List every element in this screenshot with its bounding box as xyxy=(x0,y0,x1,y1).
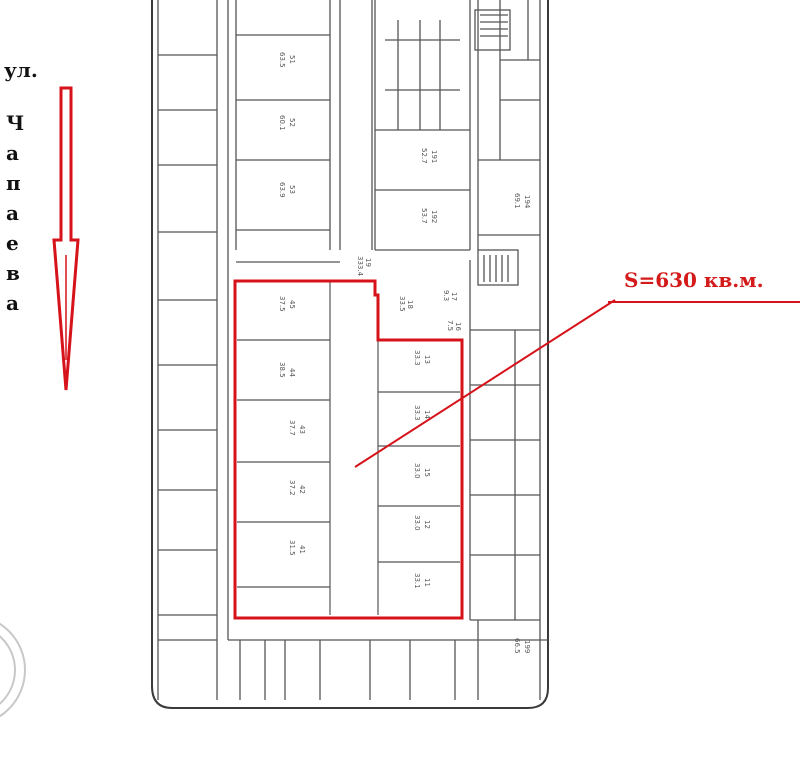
street-letter: а xyxy=(6,201,19,225)
room-42-area: 37.2 xyxy=(288,480,296,496)
street-letter: п xyxy=(6,171,21,195)
room-15-label: 15 xyxy=(423,468,431,477)
direction-arrow-icon xyxy=(52,86,80,391)
room-18-area: 33.5 xyxy=(398,296,406,312)
room-51-area: 63.5 xyxy=(278,52,286,68)
room-191-label: 191 xyxy=(430,150,438,163)
room-42-label: 42 xyxy=(298,485,306,494)
room-11-label: 11 xyxy=(423,578,431,587)
highlighted-interior-walls xyxy=(237,282,460,615)
room-16-area: 7.5 xyxy=(446,320,454,331)
room-12-label: 12 xyxy=(423,520,431,529)
street-letter: е xyxy=(6,231,19,255)
room-199-label: 199 xyxy=(523,640,531,653)
room-41-label: 41 xyxy=(298,545,306,554)
room-199-area: 66.5 xyxy=(513,638,521,654)
room-52-area: 60.1 xyxy=(278,115,286,131)
room-192-area: 53.7 xyxy=(420,208,428,224)
street-letter: в xyxy=(6,261,20,285)
room-15-area: 33.0 xyxy=(413,463,421,479)
leader-line xyxy=(354,299,616,468)
room-51-label: 51 xyxy=(288,55,296,64)
room-16-label: 16 xyxy=(454,322,462,331)
street-letter: а xyxy=(6,141,19,165)
room-19-label: 19 xyxy=(364,258,372,267)
room-194-area: 69.1 xyxy=(513,193,521,209)
room-45-label: 45 xyxy=(288,300,296,309)
room-43-label: 43 xyxy=(298,425,306,434)
room-17-label: 17 xyxy=(450,292,458,301)
room-19-area: 333.4 xyxy=(356,256,364,277)
highlight-outline xyxy=(233,279,464,620)
room-14-area: 33.3 xyxy=(413,405,421,421)
street-letter: а xyxy=(6,291,19,315)
room-11-area: 33.1 xyxy=(413,573,421,589)
room-labels: 44 38.5 43 37.7 42 37.2 41 31.5 45 37.5 … xyxy=(278,52,531,654)
room-44-label: 44 xyxy=(288,368,296,377)
street-letter: Ч xyxy=(6,111,25,135)
interior-walls xyxy=(157,0,548,700)
room-41-area: 31.5 xyxy=(288,540,296,556)
room-43-area: 37.7 xyxy=(288,420,296,436)
street-name: ул. Ч а п а е в а xyxy=(4,58,44,318)
room-53-area: 63.9 xyxy=(278,182,286,198)
room-18-label: 18 xyxy=(406,300,414,309)
street-prefix: ул. xyxy=(4,58,38,82)
room-53-label: 53 xyxy=(288,185,296,194)
room-192-label: 192 xyxy=(430,210,438,223)
room-44-area: 38.5 xyxy=(278,362,286,378)
room-191-area: 52.7 xyxy=(420,148,428,164)
room-45-area: 37.5 xyxy=(278,296,286,312)
room-13-label: 13 xyxy=(423,355,431,364)
room-52-label: 52 xyxy=(288,118,296,127)
building-outline xyxy=(151,0,549,709)
room-194-label: 194 xyxy=(523,195,531,209)
room-17-area: 9.3 xyxy=(442,290,450,301)
stamp-seal xyxy=(0,622,26,718)
room-12-area: 33.0 xyxy=(413,515,421,531)
area-label: S=630 кв.м. xyxy=(624,268,764,292)
room-13-area: 33.3 xyxy=(413,350,421,366)
room-14-label: 14 xyxy=(423,410,431,419)
